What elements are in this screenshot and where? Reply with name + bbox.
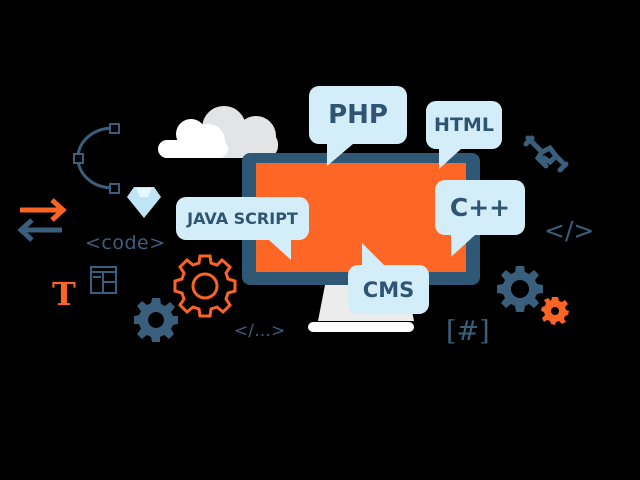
bubble-cms-label: CMS [362,277,415,302]
transfer-arrows-icon [16,195,68,245]
gear-small-icon [540,296,570,326]
bubble-cpp-label: C++ [449,193,511,222]
bubble-cpp: C++ [435,180,525,257]
bubble-cms: CMS [348,243,429,314]
bubble-javascript: JAVA SCRIPT [176,197,309,260]
bubble-html: HTML [426,101,502,169]
chain-link-icon [522,130,572,180]
gear-solid-icon [496,265,544,313]
hash-bracket-text: [#] [446,316,490,347]
diamond-icon [126,185,162,219]
bubble-html-label: HTML [434,114,494,136]
bubble-php: PHP [309,86,407,166]
closing-tag-small-text: </…> [234,321,286,341]
closing-tag-right-text: </> [544,216,595,245]
monitor-base [308,322,414,332]
gear-outline-icon [172,253,238,319]
bubble-javascript-label: JAVA SCRIPT [187,209,298,228]
layout-table-icon [90,266,117,294]
type-t-icon: T [52,275,76,313]
bezier-curve-icon [70,118,126,198]
gear-solid-icon [133,297,179,343]
bubble-php-label: PHP [328,100,388,130]
code-tag-text: <code> [85,232,166,254]
cloud-icon [156,98,281,162]
